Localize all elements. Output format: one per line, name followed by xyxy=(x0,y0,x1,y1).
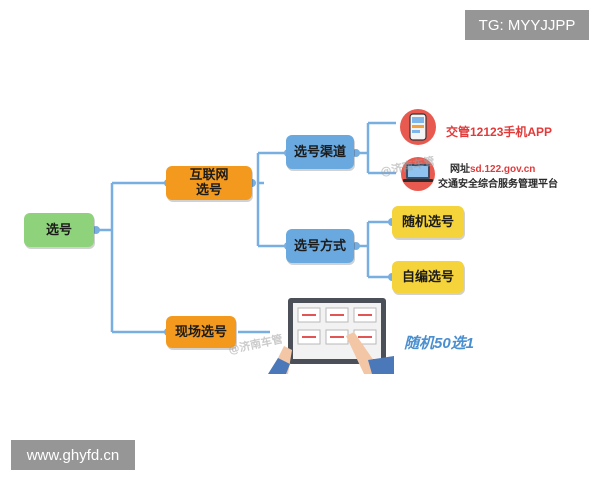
node-method: 选号方式 xyxy=(286,229,354,263)
laptop-icon xyxy=(401,157,435,191)
badge-bottom-left[interactable]: www.ghyfd.cn xyxy=(11,440,135,470)
node-random: 随机选号 xyxy=(392,206,464,238)
phone-app-icon xyxy=(400,109,436,145)
node-custom: 自编选号 xyxy=(392,261,464,293)
node-channel: 选号渠道 xyxy=(286,135,354,169)
node-root: 选号 xyxy=(24,213,94,247)
badge-top-right: TG: MYYJJPP xyxy=(465,10,589,40)
node-onsite: 现场选号 xyxy=(166,316,236,348)
website-prefix: 网址 xyxy=(450,164,470,175)
platform-label: 交通安全综合服务管理平台 xyxy=(438,179,558,190)
website-label: 网址sd.122.gov.cn xyxy=(450,160,535,175)
node-internet: 互联网 选号 xyxy=(166,166,252,200)
tablet-hand-icon xyxy=(268,298,394,374)
random-pick-label: 随机50选1 xyxy=(404,335,475,352)
app-label: 交管12123手机APP xyxy=(446,125,553,139)
website-url[interactable]: sd.122.gov.cn xyxy=(470,164,536,175)
